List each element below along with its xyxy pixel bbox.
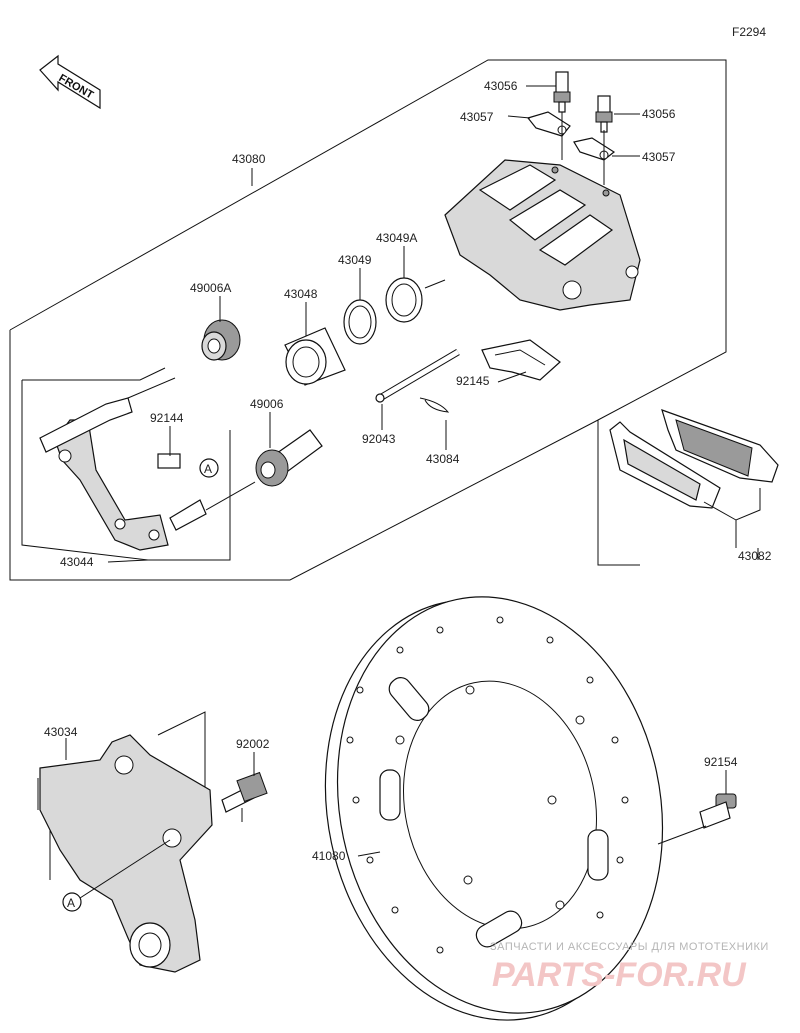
watermark-logo: PARTS-FOR.RU (492, 956, 747, 994)
bolt-92154-icon (699, 793, 737, 829)
label-43057-b: 43057 (642, 150, 676, 164)
callout-a-lower: A (62, 892, 82, 912)
rubber-block-icon (157, 453, 181, 469)
label-43056-b: 43056 (642, 107, 676, 121)
figure-code: F2294 (732, 25, 766, 39)
label-43049a: 43049A (376, 231, 417, 245)
boot-49006a-icon (201, 319, 241, 361)
brake-disc (324, 596, 664, 1021)
label-43084: 43084 (426, 452, 460, 466)
bracket-pin-upper-icon (39, 397, 133, 453)
callout-a-upper: A (199, 458, 219, 478)
bleed-valve-2-icon (595, 95, 613, 133)
pad-pin-icon (375, 348, 460, 403)
label-41080: 41080 (312, 849, 346, 863)
piston-icon (284, 327, 346, 386)
bracket-pin-lower-icon (169, 499, 207, 531)
label-49006a: 49006A (190, 281, 231, 295)
bleeder-cap-1-icon (526, 111, 571, 137)
front-arrow-icon: FRONT (39, 54, 101, 110)
label-43034: 43034 (44, 725, 78, 739)
label-49006: 49006 (250, 397, 284, 411)
pad-spring-icon (481, 339, 561, 381)
brake-pad-front-icon (609, 421, 721, 509)
boot-49006-icon (255, 429, 323, 487)
label-43082: 43082 (738, 549, 772, 563)
bleeder-cap-2-icon (573, 137, 616, 161)
caliper-assembly-frame (9, 59, 727, 581)
brake-pad-back-icon (661, 409, 779, 483)
label-43056-a: 43056 (484, 79, 518, 93)
label-92002: 92002 (236, 737, 270, 751)
label-92043: 92043 (362, 432, 396, 446)
label-43080: 43080 (232, 152, 266, 166)
bleed-valve-1-icon (553, 71, 571, 113)
label-43044: 43044 (60, 555, 94, 569)
pin-clip-icon (419, 397, 450, 413)
label-43057-a: 43057 (460, 110, 494, 124)
label-92154: 92154 (704, 755, 738, 769)
label-43049: 43049 (338, 253, 372, 267)
svg-text:A: A (204, 462, 212, 476)
svg-text:A: A (67, 896, 75, 910)
label-92145: 92145 (456, 374, 490, 388)
caliper-body (444, 159, 641, 311)
bolt-92002-icon (221, 771, 268, 813)
caliper-mount-bracket (39, 734, 213, 973)
label-43048: 43048 (284, 287, 318, 301)
label-92144: 92144 (150, 411, 184, 425)
watermark-tagline: ЗАПЧАСТИ И АКСЕССУАРЫ ДЛЯ МОТОТЕХНИКИ (490, 941, 769, 953)
